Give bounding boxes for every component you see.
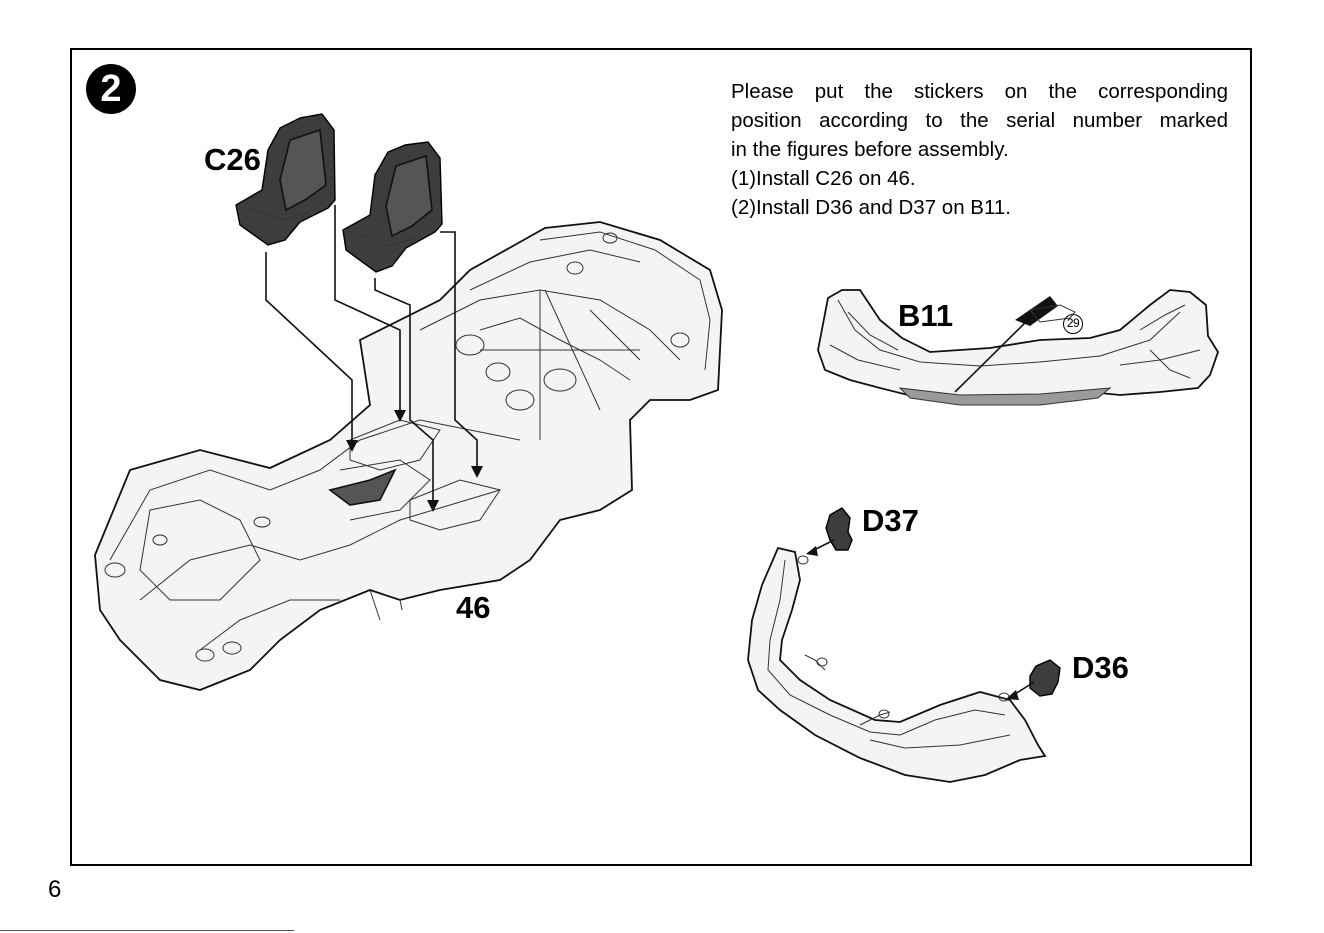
bumper-lower-drawing xyxy=(748,508,1060,782)
sticker-29-label: 29 xyxy=(1067,316,1079,330)
label-b11: B11 xyxy=(898,298,953,334)
sticker-29-badge: 29 xyxy=(1063,314,1083,334)
label-d36: D36 xyxy=(1072,650,1129,686)
seat-drawing xyxy=(236,114,442,272)
page-number: 6 xyxy=(48,876,61,904)
label-d37: D37 xyxy=(862,503,919,539)
chassis-drawing xyxy=(95,222,722,690)
bumper-b11-drawing xyxy=(818,290,1218,405)
label-c26: C26 xyxy=(204,142,261,178)
footer-rule xyxy=(0,930,294,931)
label-46: 46 xyxy=(456,590,490,626)
